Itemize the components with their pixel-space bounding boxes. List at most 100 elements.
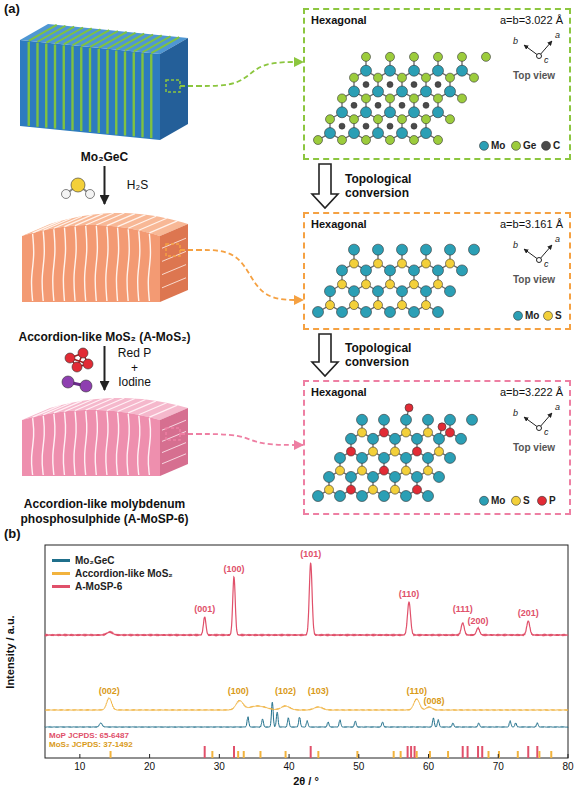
material-name: Mo₂GeC [12, 150, 197, 164]
molybdenum-atom [445, 286, 456, 297]
panel-text: a=b=3.022 Å [500, 14, 563, 27]
label: a [555, 30, 560, 40]
accordion-gap [139, 218, 167, 230]
layered-crystal-top [20, 24, 188, 54]
text-holder: (103) [307, 686, 330, 696]
text-holder: (200) [467, 616, 490, 626]
conversion-arrow [312, 164, 338, 208]
accordion-front [22, 410, 160, 476]
zoom-arrow [197, 434, 303, 445]
reference-bar [481, 746, 483, 758]
legend-text: Accordion-like MoS₂ [75, 568, 173, 579]
molybdenum-atom [349, 128, 360, 139]
accordion-gap [106, 412, 108, 475]
carbon-atom [351, 102, 357, 108]
molybdenum-atom [335, 491, 346, 502]
material-name: Accordion-like molybdenum phosphosulphid… [12, 497, 197, 526]
molybdenum-atom [445, 414, 456, 425]
panel-text: a=b=3.222 Å [500, 386, 563, 399]
text-holder: Mo [491, 495, 505, 507]
text-holder: 2θ / ° [293, 775, 319, 788]
accordion-gap [116, 412, 118, 475]
text-holder: H₂S [115, 178, 161, 192]
text-holder: Top view [513, 274, 555, 286]
tick-label: 50 [353, 761, 364, 773]
label: 2θ / ° [293, 775, 319, 788]
text-holder: a [555, 402, 560, 412]
molybdenum-atom [456, 433, 467, 444]
axis-tick [428, 754, 429, 758]
label: (a) [4, 2, 20, 17]
germanium-atom [458, 52, 467, 61]
label: a [555, 402, 560, 412]
molybdenum-atom [385, 265, 396, 276]
text-holder: Top view [513, 70, 555, 82]
text-holder: Topological conversion [345, 172, 455, 201]
plot-frame [45, 545, 568, 758]
sulfur-atom [424, 466, 433, 475]
reference-bar [204, 746, 206, 758]
reference-bar [356, 751, 358, 758]
molybdenum-atom [445, 452, 456, 463]
molybdenum-atom [397, 244, 408, 255]
accordion-gap [162, 238, 186, 248]
text-holder: b [513, 408, 518, 418]
peak-label: (110) [405, 686, 428, 696]
text-holder: a [555, 30, 560, 40]
reference-bar [477, 746, 479, 758]
hydrogen-atom [86, 190, 95, 199]
molybdenum-atom [324, 471, 335, 482]
panel-text: Hexagonal [311, 14, 367, 27]
structure-panel: Hexagonal a=b=3.022 Å Top view [303, 8, 571, 160]
carbon-atom [363, 123, 369, 129]
germanium-atom [386, 52, 395, 61]
text-holder: c [544, 259, 549, 269]
molybdenum-atom [412, 471, 423, 482]
accordion-gap [116, 228, 118, 301]
accordion-gap [95, 226, 97, 301]
text-holder: (008) [423, 696, 446, 706]
atom-key [514, 311, 523, 320]
peak-label: (103) [307, 686, 330, 696]
carbon-atom [375, 102, 381, 108]
molybdenum-atom [421, 86, 432, 97]
text-holder: b [513, 36, 518, 46]
molybdenum-atom [457, 65, 468, 76]
text-holder: 60 [423, 761, 434, 773]
atomic-layer [150, 54, 152, 138]
phosphorus-atom [413, 447, 422, 456]
text-holder: a=b=3.222 Å [500, 386, 563, 399]
germanium-atom [326, 115, 335, 124]
sulfur-atom [410, 280, 419, 289]
accordion-gap [54, 216, 82, 228]
layered-crystal-side [160, 38, 188, 140]
peak-label: (002) [98, 686, 121, 696]
molybdenum-atom [409, 265, 420, 276]
carbon-atom [435, 82, 441, 88]
text-holder: C [553, 140, 560, 152]
accordion-gap [149, 405, 177, 417]
accordion-gap [127, 414, 129, 475]
atomic-layer [54, 45, 56, 129]
reference-bar [237, 751, 239, 758]
peak-label: (001) [193, 604, 216, 614]
reference-bar [310, 746, 312, 758]
molybdenum-atom [361, 265, 372, 276]
text-holder: 20 [144, 761, 155, 773]
accordion-gap [128, 401, 156, 413]
zoom-arrow [197, 62, 303, 86]
sulfur-atom [374, 301, 383, 310]
label: MoS₂ JCPDS: 37-1492 [49, 740, 133, 749]
accordion-gap [53, 229, 55, 301]
peak-label: (111) [452, 604, 474, 614]
reference-bar [410, 746, 412, 758]
accordion-gap [42, 416, 44, 475]
tick-label: 30 [214, 761, 225, 773]
accordion-gap [106, 227, 108, 301]
atom-key [512, 496, 521, 505]
atom-key [480, 496, 489, 505]
material-block: Accordion-like molybdenum phosphosulphid… [12, 392, 197, 526]
molybdenum-atom [409, 307, 420, 318]
